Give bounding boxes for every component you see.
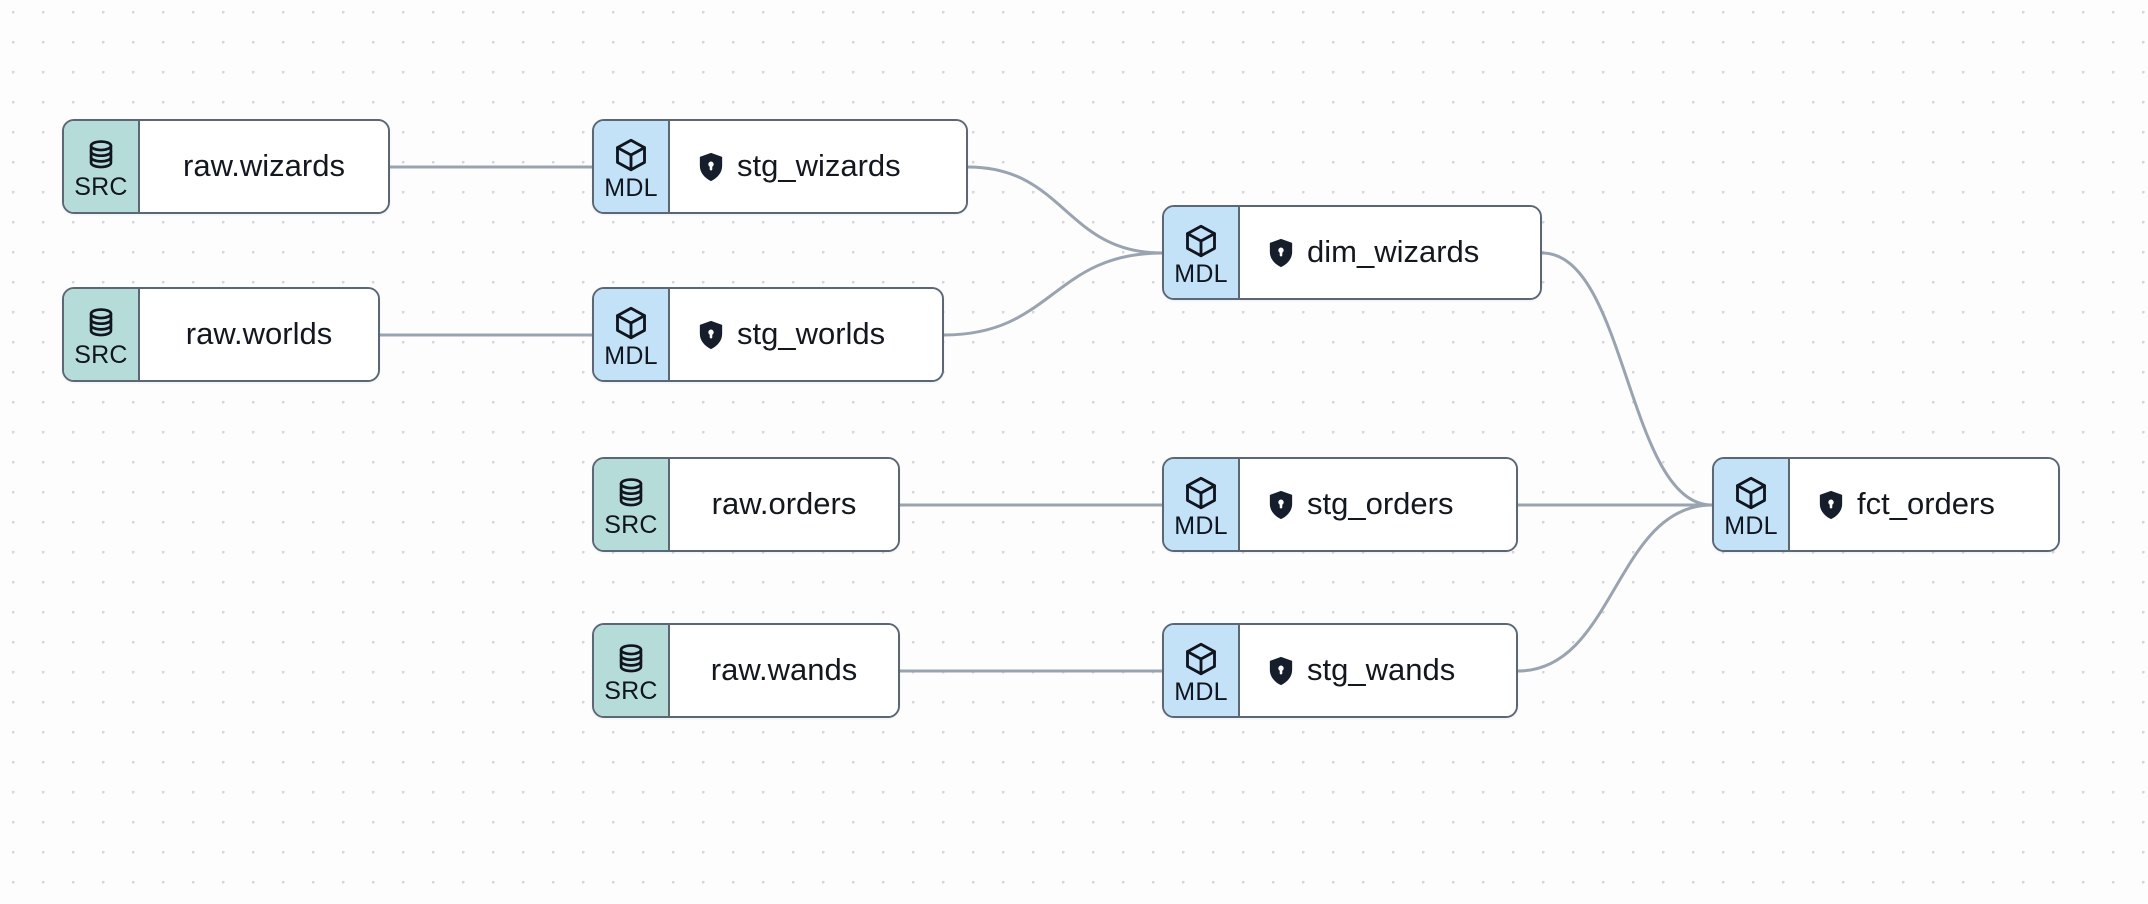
node-badge-fct_orders: MDL [1714, 459, 1790, 550]
cube-icon [1183, 223, 1219, 259]
edge-dim_wizards-to-fct_orders[interactable] [1540, 251, 1714, 507]
database-icon [84, 138, 118, 172]
edge-stg_worlds-to-dim_wizards[interactable] [942, 251, 1164, 337]
node-label: stg_wizards [737, 148, 901, 184]
cube-icon [1183, 641, 1219, 677]
node-badge-label: MDL [604, 341, 658, 370]
node-badge-raw_worlds: SRC [64, 289, 140, 380]
node-body-stg_wizards: stg_wizards [670, 121, 966, 212]
node-body-stg_worlds: stg_worlds [670, 289, 942, 380]
node-badge-label: MDL [1724, 511, 1778, 540]
node-badge-stg_worlds: MDL [594, 289, 670, 380]
edge-stg_wands-to-fct_orders[interactable] [1516, 503, 1714, 673]
node-badge-label: SRC [74, 172, 128, 201]
node-badge-label: MDL [604, 173, 658, 202]
node-stg_worlds[interactable]: MDL stg_worlds [592, 287, 944, 382]
database-icon [84, 306, 118, 340]
node-stg_wizards[interactable]: MDL stg_wizards [592, 119, 968, 214]
node-label: stg_orders [1307, 486, 1454, 522]
node-fct_orders[interactable]: MDL fct_orders [1712, 457, 2060, 552]
node-dim_wizards[interactable]: MDL dim_wizards [1162, 205, 1542, 300]
node-stg_wands[interactable]: MDL stg_wands [1162, 623, 1518, 718]
node-badge-dim_wizards: MDL [1164, 207, 1240, 298]
node-badge-raw_wands: SRC [594, 625, 670, 716]
edge-stg_wizards-to-dim_wizards[interactable] [966, 165, 1164, 255]
node-body-raw_wands: raw.wands [670, 625, 898, 716]
node-label: raw.wands [710, 652, 858, 688]
node-body-raw_worlds: raw.worlds [140, 289, 378, 380]
node-raw_wizards[interactable]: SRC raw.wizards [62, 119, 390, 214]
node-raw_wands[interactable]: SRC raw.wands [592, 623, 900, 718]
shield-lock-icon [698, 320, 724, 350]
node-body-raw_orders: raw.orders [670, 459, 898, 550]
node-body-stg_wands: stg_wands [1240, 625, 1516, 716]
cube-icon [1733, 475, 1769, 511]
node-stg_orders[interactable]: MDL stg_orders [1162, 457, 1518, 552]
node-label: fct_orders [1857, 486, 1995, 522]
node-badge-label: SRC [604, 510, 658, 539]
node-badge-label: MDL [1174, 259, 1228, 288]
node-label: stg_worlds [737, 316, 886, 352]
node-badge-label: SRC [604, 676, 658, 705]
node-body-fct_orders: fct_orders [1790, 459, 2058, 550]
node-badge-stg_wands: MDL [1164, 625, 1240, 716]
shield-lock-icon [1268, 490, 1294, 520]
shield-lock-icon [1268, 656, 1294, 686]
node-badge-label: SRC [74, 340, 128, 369]
node-label: stg_wands [1307, 652, 1456, 688]
database-icon [614, 642, 648, 676]
node-body-stg_orders: stg_orders [1240, 459, 1516, 550]
shield-lock-icon [698, 152, 724, 182]
node-body-raw_wizards: raw.wizards [140, 121, 388, 212]
cube-icon [1183, 475, 1219, 511]
node-badge-label: MDL [1174, 511, 1228, 540]
node-badge-stg_orders: MDL [1164, 459, 1240, 550]
database-icon [614, 476, 648, 510]
cube-icon [613, 137, 649, 173]
node-label: raw.wizards [183, 148, 345, 184]
node-badge-raw_orders: SRC [594, 459, 670, 550]
node-badge-label: MDL [1174, 677, 1228, 706]
node-label: raw.worlds [185, 316, 333, 352]
node-raw_orders[interactable]: SRC raw.orders [592, 457, 900, 552]
node-badge-stg_wizards: MDL [594, 121, 670, 212]
cube-icon [613, 305, 649, 341]
node-raw_worlds[interactable]: SRC raw.worlds [62, 287, 380, 382]
node-body-dim_wizards: dim_wizards [1240, 207, 1540, 298]
shield-lock-icon [1818, 490, 1844, 520]
shield-lock-icon [1268, 238, 1294, 268]
node-label: dim_wizards [1307, 234, 1480, 270]
node-badge-raw_wizards: SRC [64, 121, 140, 212]
node-label: raw.orders [711, 486, 857, 522]
